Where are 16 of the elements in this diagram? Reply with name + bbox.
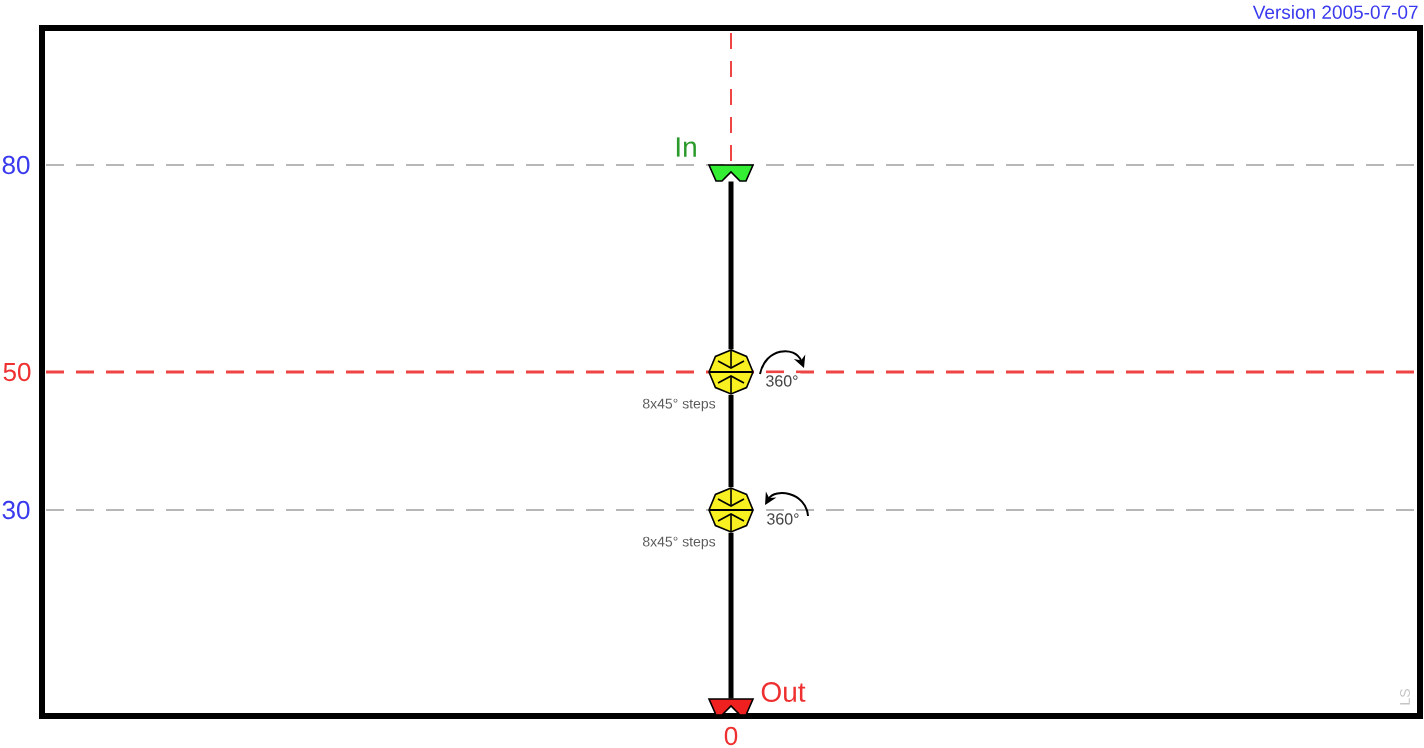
outlet-label: Out: [761, 682, 806, 702]
connector-line: [728, 181, 734, 350]
level-value: 30: [2, 500, 30, 520]
level-value: 50: [3, 362, 31, 382]
angle-text: 360°: [763, 373, 801, 389]
angle-text: 360°: [764, 511, 802, 527]
step-text: 8x45° steps: [640, 534, 718, 552]
version-text: Version 2005-07-07: [1252, 5, 1418, 19]
inlet-label: In: [676, 137, 696, 157]
step-text: 8x45° steps: [640, 396, 718, 414]
joint-symbol: [708, 349, 754, 395]
initials-text: LS: [1400, 689, 1410, 705]
level-value: 80: [2, 155, 30, 175]
connector-line: [728, 532, 734, 699]
connector-line: [728, 394, 734, 488]
joint-symbol: [708, 487, 754, 533]
